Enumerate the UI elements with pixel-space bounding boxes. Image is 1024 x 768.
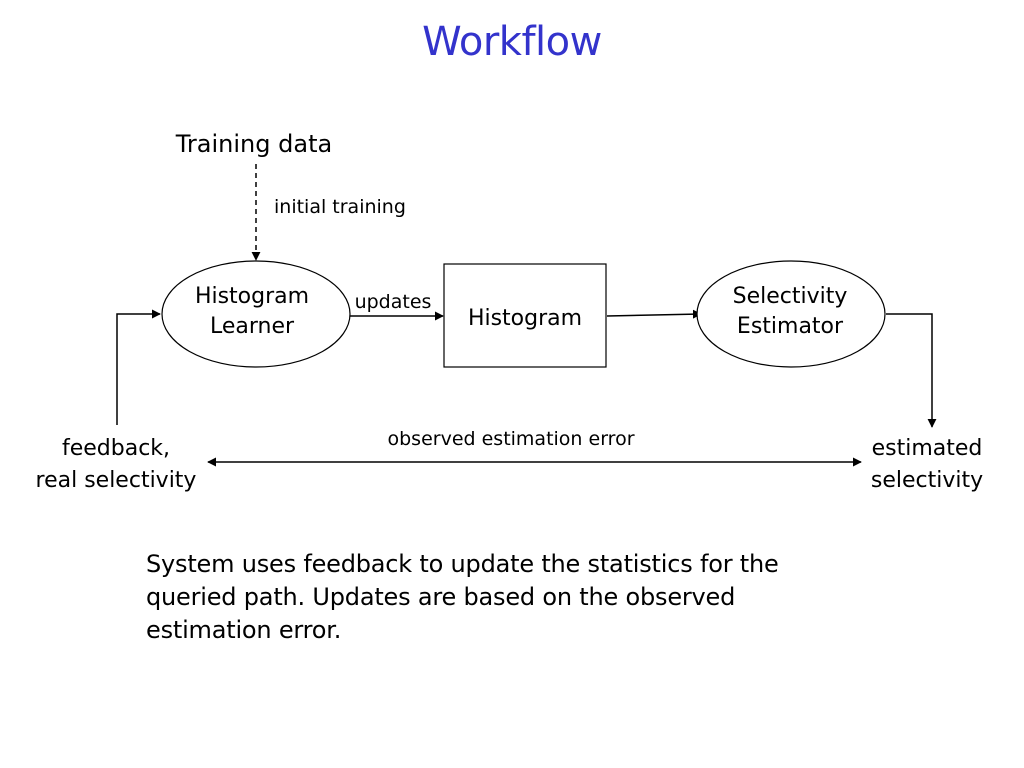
histogram-node <box>443 263 607 368</box>
histogram-learner-label-line2: Learner <box>210 314 295 339</box>
observed-error-label: observed estimation error <box>387 428 634 450</box>
estimated-selectivity-label-line1: estimated <box>872 436 983 461</box>
initial-training-label: initial training <box>274 196 406 218</box>
feedback-label-line2: real selectivity <box>36 468 197 493</box>
estimator-output-arrow <box>886 313 937 428</box>
histogram-learner-label-line1: Histogram <box>195 284 309 309</box>
selectivity-estimator-label-line1: Selectivity <box>733 284 848 309</box>
feedback-arrow <box>116 309 161 425</box>
estimated-selectivity-label-line2: selectivity <box>871 468 983 493</box>
selectivity-estimator-label-line2: Estimator <box>737 314 844 339</box>
histogram-to-estimator-arrow <box>606 309 702 319</box>
caption-text: System uses feedback to update the stati… <box>146 550 779 644</box>
histogram-learner-node <box>161 260 351 368</box>
selectivity-estimator-node <box>696 260 886 368</box>
updates-label: updates <box>355 291 432 313</box>
feedback-label-line1: feedback, <box>62 436 170 461</box>
training-data-label: Training data <box>175 130 332 158</box>
slide-title: Workflow <box>422 19 602 65</box>
histogram-label: Histogram <box>468 306 582 331</box>
